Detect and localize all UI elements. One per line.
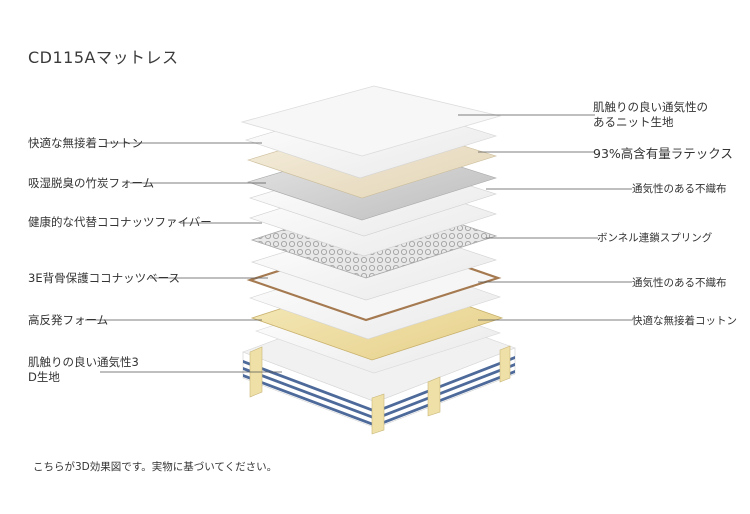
label-latex: 93%高含有量ラテックス xyxy=(593,146,733,161)
right-leader-lines xyxy=(458,114,632,321)
layer-knit-fabric xyxy=(240,85,502,157)
label-cotton-left: 快適な無接着コットン xyxy=(28,136,143,150)
label-nonwoven-2: 通気性のある不織布 xyxy=(632,277,727,289)
label-coconut-base: 3E背骨保護ココナッツベース xyxy=(28,271,181,285)
label-high-rebound-foam: 高反発フォーム xyxy=(28,313,109,327)
label-bamboo-charcoal-foam: 吸湿脱臭の竹炭フォーム xyxy=(28,176,155,190)
label-cotton-right: 快適な無接着コットン xyxy=(632,315,737,327)
label-bonnell-spring: ボンネル連鎖スプリング xyxy=(597,232,713,244)
label-nonwoven-1: 通気性のある不織布 xyxy=(632,183,727,195)
left-leader-lines xyxy=(85,142,282,373)
label-coconut-fiber: 健康的な代替ココナッツファイバー xyxy=(28,215,212,229)
footer-note: こちらが3D効果図です。実物に基づいてください。 xyxy=(33,461,278,473)
label-knit-fabric: 肌触りの良い通気性のあるニット生地 xyxy=(593,100,708,129)
page-title: CD115Aマットレス xyxy=(28,48,179,67)
